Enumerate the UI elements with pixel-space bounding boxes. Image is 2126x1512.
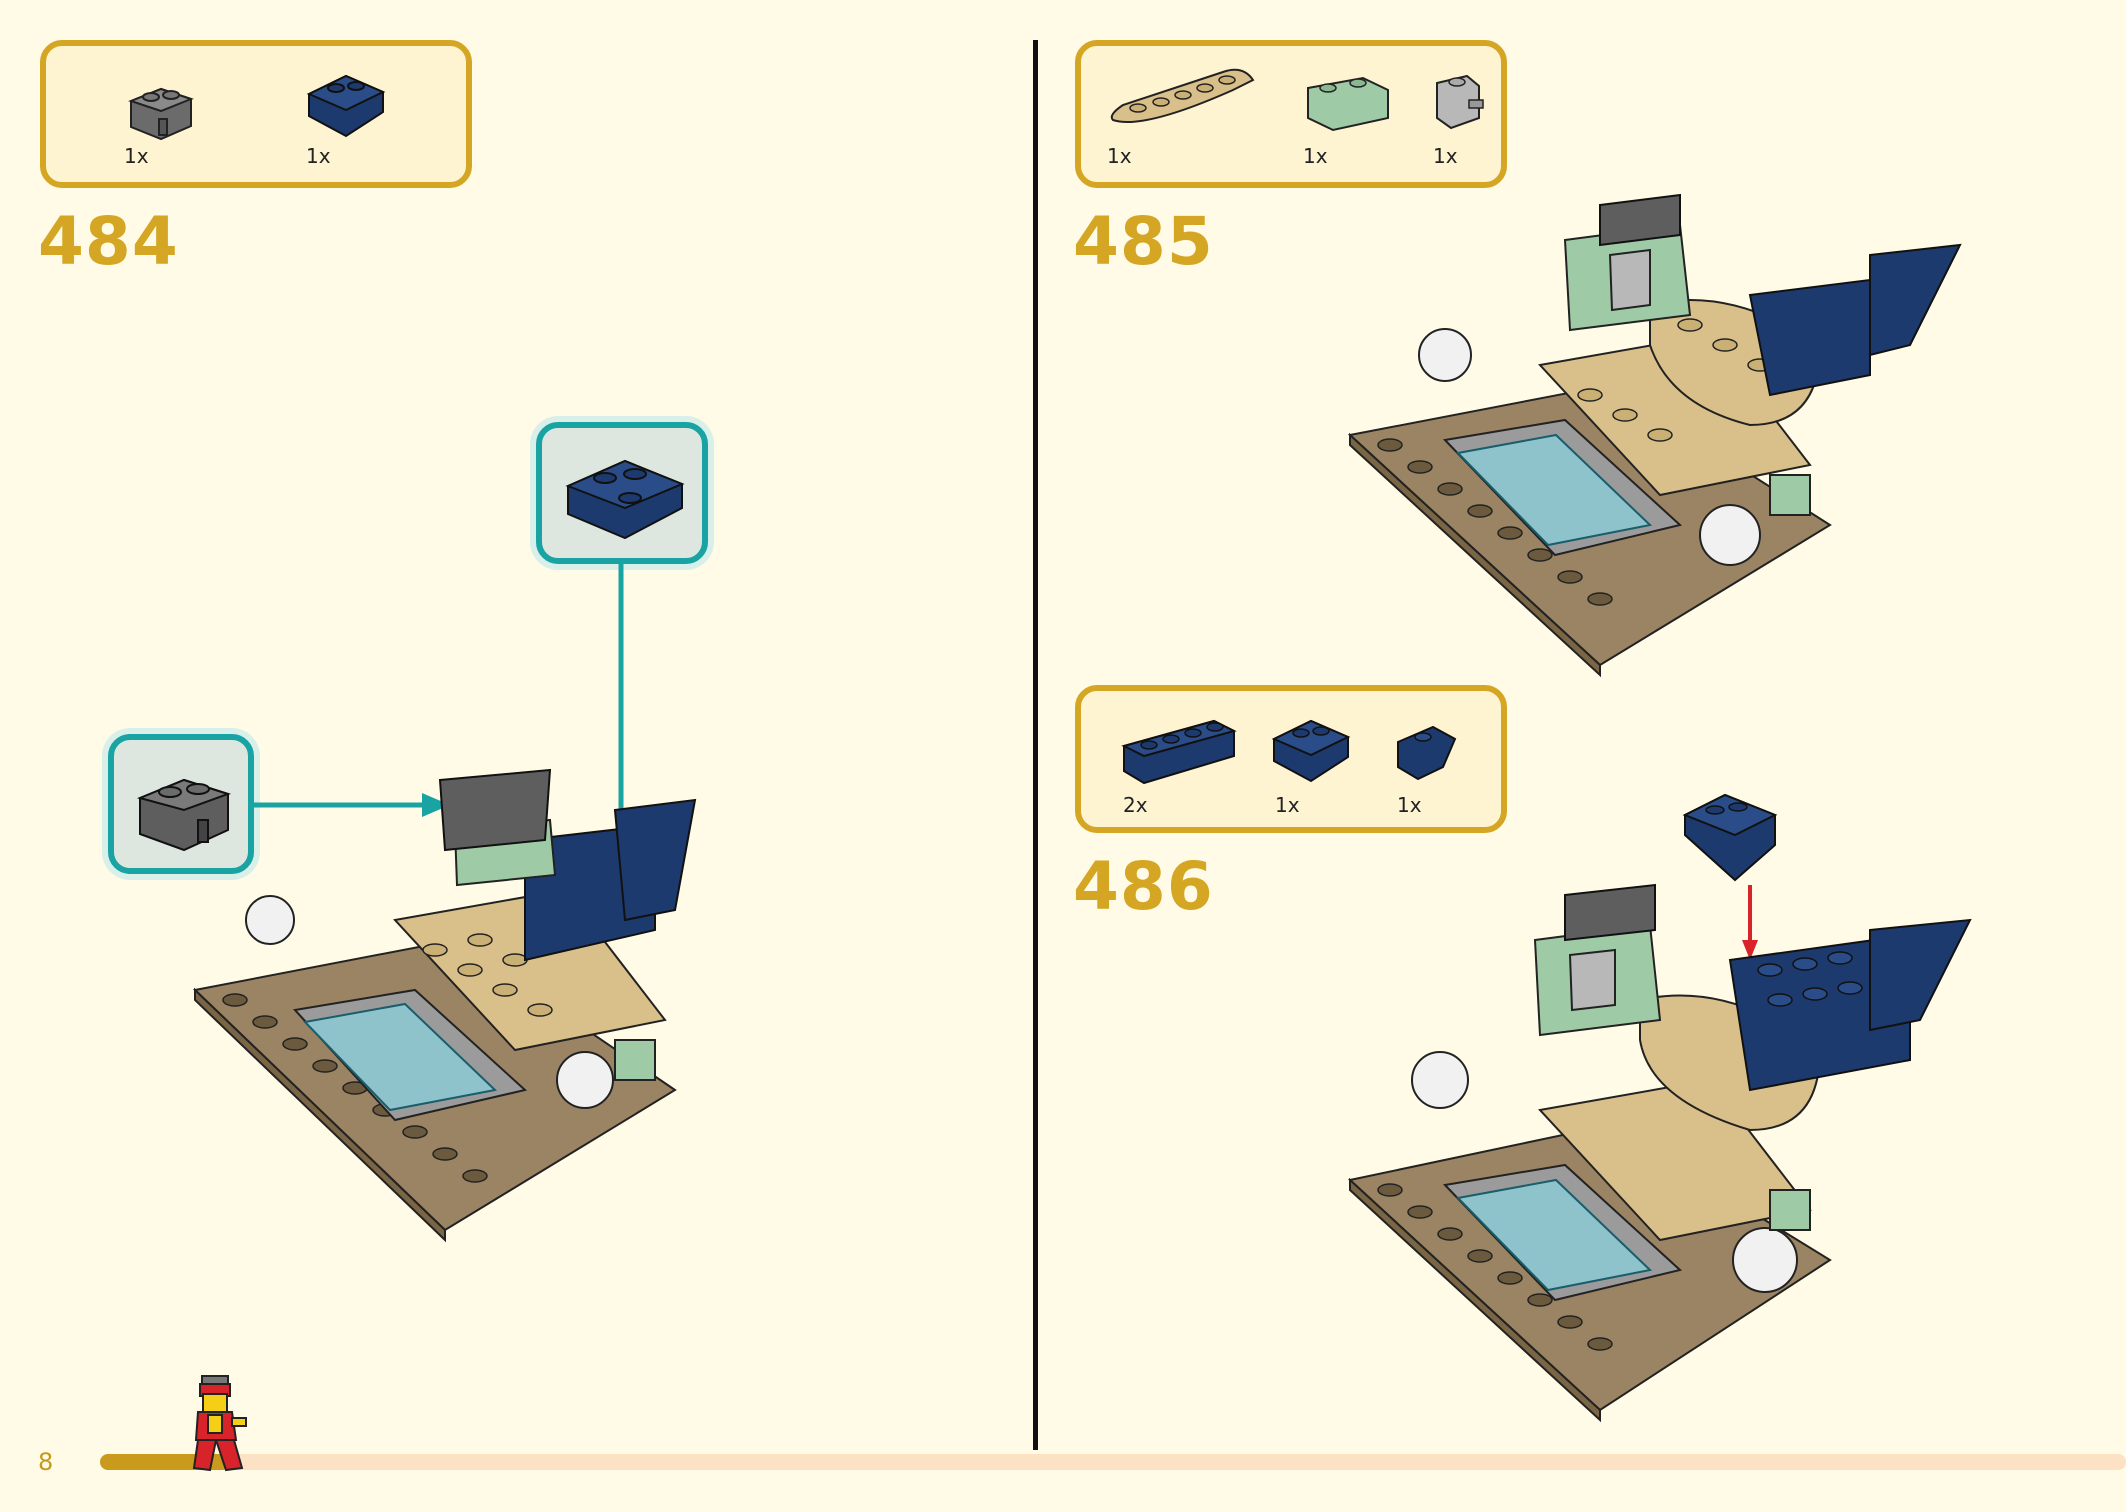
part-qty: 1x [124, 144, 149, 168]
ninja-minifigure-icon [192, 1375, 247, 1472]
incoming-dark-blue-slope [1682, 793, 1778, 882]
page-divider [1033, 40, 1038, 1450]
page-number: 8 [38, 1448, 54, 1476]
model-assembly-484 [192, 768, 697, 1243]
dark-gray-brick-with-pin-icon [128, 87, 194, 141]
step-number-486: 486 [1073, 848, 1214, 925]
parts-box-step-486: 2x 1x 1x [1075, 685, 1507, 833]
step-number-484: 484 [38, 203, 179, 280]
part-qty: 1x [1107, 144, 1132, 168]
part-qty: 1x [306, 144, 331, 168]
model-assembly-486 [1347, 883, 1972, 1423]
callout-dark-blue-slope [536, 422, 708, 564]
dark-blue-brick-1x4-icon [1121, 719, 1237, 785]
dark-gray-brick-with-pin-icon [136, 778, 232, 852]
part-qty: 1x [1397, 793, 1422, 817]
part-qty: 1x [1303, 144, 1328, 168]
dark-blue-slope-icon [1271, 719, 1351, 783]
dark-blue-small-slope-icon [1397, 725, 1457, 781]
light-gray-brick-with-clip-icon [1436, 74, 1484, 130]
arrow-horizontal [254, 793, 450, 817]
part-qty: 1x [1275, 793, 1300, 817]
model-assembly-485 [1347, 193, 1962, 678]
red-arrow [1742, 885, 1758, 960]
parts-box-step-485: 1x 1x 1x [1075, 40, 1507, 188]
part-qty: 2x [1123, 793, 1148, 817]
part-qty: 1x [1433, 144, 1458, 168]
progress-track [100, 1454, 2126, 1470]
tan-curved-plate-icon [1110, 68, 1255, 123]
step-number-485: 485 [1073, 203, 1214, 280]
callout-dark-gray-brick [108, 734, 254, 874]
dark-blue-inverted-slope-icon [565, 459, 685, 540]
dark-blue-inverted-slope-icon [306, 74, 386, 138]
sand-green-corner-brick-icon [1307, 76, 1389, 132]
parts-box-step-484: 1x 1x [40, 40, 472, 188]
